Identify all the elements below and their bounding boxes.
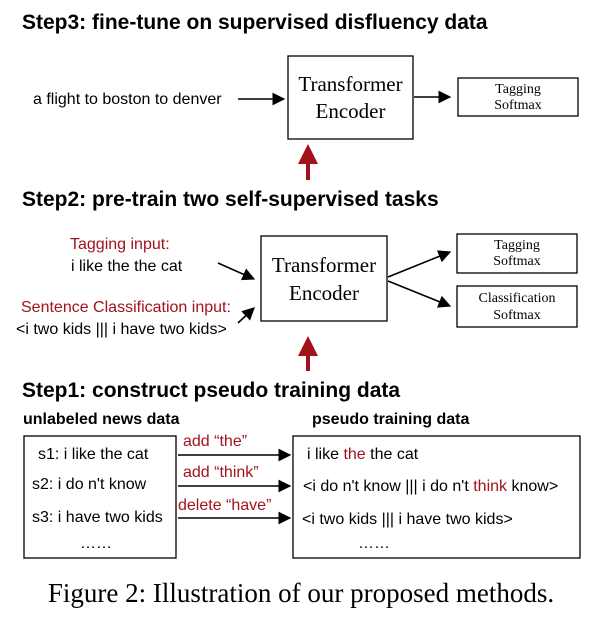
pseudo-item-1-post: the cat	[366, 446, 419, 463]
step3-tagging-line2: Softmax	[494, 98, 541, 113]
arrow-encoder-to-classification	[387, 280, 452, 308]
arrow-encoder-to-step2-tagging	[387, 250, 452, 278]
unlabeled-item-s2: s2: i do n't know	[32, 476, 147, 493]
step2-classification-softmax-box	[456, 285, 578, 328]
classification-input-label: Sentence Classification input:	[21, 299, 231, 316]
step2-encoder-line2: Encoder	[289, 281, 359, 305]
unlabeled-item-s3: s3: i have two kids	[32, 509, 163, 526]
step1-heading: Step1: construct pseudo training data	[22, 379, 400, 402]
pseudo-data-header: pseudo training data	[312, 411, 469, 428]
step2-tagging-softmax-box	[456, 233, 578, 274]
step3-encoder-line2: Encoder	[316, 99, 386, 123]
pseudo-item-1-pre: i like	[307, 446, 343, 463]
tagging-input-text: i like the the cat	[71, 258, 183, 275]
step3-tagging-line1: Tagging	[495, 82, 541, 97]
step3-heading: Step3: fine-tune on supervised disfluenc…	[22, 11, 488, 34]
step3-input-text: a flight to boston to denver	[33, 91, 222, 108]
step3-tagging-softmax-box	[457, 77, 579, 117]
pseudo-item-2: <i do n't know ||| i do n't think know>	[303, 478, 558, 495]
pseudo-item-1: i like the the cat	[307, 446, 419, 463]
unlabeled-data-box	[23, 435, 177, 559]
step3-encoder-box	[287, 55, 414, 140]
pseudo-item-2-highlight: think	[473, 478, 508, 495]
step2-encoder-line1: Transformer	[272, 253, 376, 277]
pseudo-item-2-post: know>	[507, 478, 558, 495]
pseudo-item-3: <i two kids ||| i have two kids>	[302, 511, 513, 528]
unlabeled-ellipsis: ……	[80, 535, 112, 552]
operation-add-the: add “the”	[183, 433, 247, 450]
step3-encoder-line1: Transformer	[298, 72, 402, 96]
unlabeled-item-s1: s1: i like the cat	[38, 446, 149, 463]
operation-delete-have: delete “have”	[178, 497, 271, 514]
step2-tagging-line2: Softmax	[493, 254, 540, 269]
figure-caption: Figure 2: Illustration of our proposed m…	[48, 578, 554, 608]
tagging-input-label: Tagging input:	[70, 236, 170, 253]
step2-classification-line1: Classification	[479, 291, 556, 306]
pseudo-item-1-highlight: the	[343, 446, 365, 463]
unlabeled-data-header: unlabeled news data	[23, 411, 180, 428]
step2-encoder-box	[260, 235, 388, 322]
step2-tagging-line1: Tagging	[494, 238, 540, 253]
step2-classification-line2: Softmax	[493, 308, 540, 323]
step2-heading: Step2: pre-train two self-supervised tas…	[22, 188, 439, 211]
arrow-tagging-input-to-encoder	[217, 262, 256, 281]
pseudo-data-box	[292, 435, 581, 559]
classification-input-text: <i two kids ||| i have two kids>	[16, 321, 227, 338]
pseudo-ellipsis: ……	[358, 535, 390, 552]
pseudo-item-3-pre: <i two kids ||| i have two kids>	[302, 511, 513, 528]
pseudo-item-2-pre: <i do n't know ||| i do n't	[303, 478, 473, 495]
arrow-classification-input-to-encoder	[237, 307, 255, 324]
operation-add-think: add “think”	[183, 464, 259, 481]
